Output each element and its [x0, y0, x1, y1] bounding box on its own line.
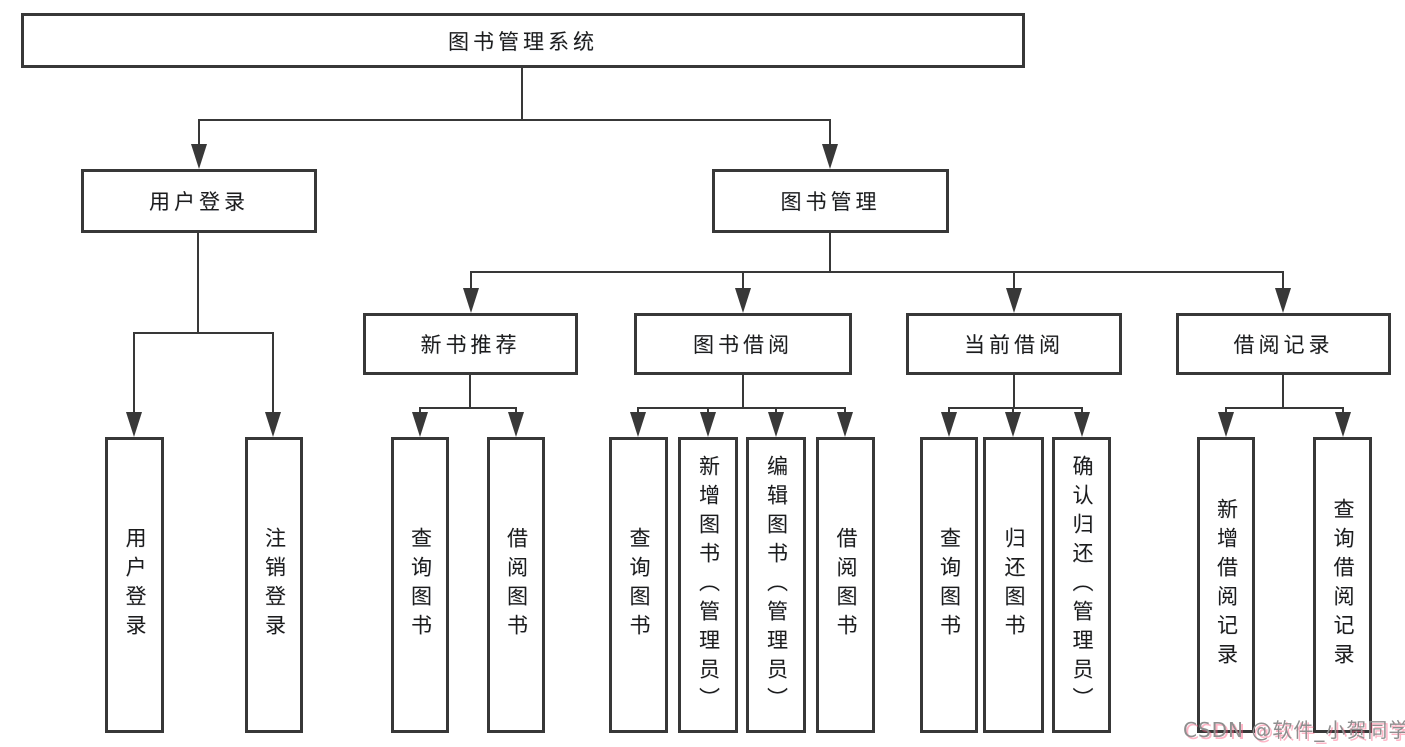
- node-label: 查询图书: [408, 527, 433, 643]
- connector-line: [515, 407, 517, 416]
- leaf-query-books-recommendation: 查询图书: [391, 437, 449, 733]
- connector-line: [419, 407, 421, 416]
- leaf-logout: 注销登录: [245, 437, 303, 733]
- node-label: 借阅图书: [504, 527, 529, 643]
- leaf-query-books-current: 查询图书: [920, 437, 978, 733]
- node-label: 新书推荐: [420, 333, 521, 357]
- connector-line: [198, 119, 200, 146]
- arrowhead-down-icon: [191, 144, 207, 169]
- node-label: 归还图书: [1002, 527, 1026, 643]
- watermark: CSDN @软件_小贺同学: [1183, 718, 1405, 742]
- connector-line: [775, 407, 777, 416]
- arrowhead-down-icon: [941, 412, 957, 437]
- node-label: 图书管理: [780, 190, 881, 214]
- leaf-user-login: 用户登录: [105, 437, 164, 733]
- leaf-return-books: 归还图书: [983, 437, 1044, 733]
- connector-line: [1226, 407, 1344, 409]
- node-label: 查询图书: [937, 527, 962, 643]
- leaf-borrow-books-borrowing: 借阅图书: [816, 437, 875, 733]
- connector-line: [637, 407, 639, 416]
- arrowhead-down-icon: [1335, 412, 1351, 437]
- connector-line: [742, 373, 744, 409]
- connector-line: [134, 332, 274, 334]
- arrowhead-down-icon: [1005, 412, 1021, 437]
- connector-line: [829, 119, 831, 146]
- node-label: 图书借阅: [693, 333, 793, 357]
- arrowhead-down-icon: [822, 144, 838, 169]
- node-book-borrowing: 图书借阅: [634, 313, 852, 375]
- arrowhead-down-icon: [126, 412, 142, 437]
- arrowhead-down-icon: [1006, 288, 1022, 313]
- node-user-login: 用户登录: [81, 169, 317, 233]
- node-current-borrowing: 当前借阅: [906, 313, 1122, 375]
- leaf-add-borrowing-record: 新增借阅记录: [1197, 437, 1255, 733]
- connector-line: [1342, 407, 1344, 416]
- leaf-borrow-books-recommendation: 借阅图书: [487, 437, 545, 733]
- leaf-edit-books-admin: 编辑图书（管理员）: [746, 437, 806, 733]
- connector-line: [1225, 407, 1227, 416]
- node-label: 编辑图书（管理员）: [764, 454, 789, 716]
- connector-line: [948, 407, 950, 416]
- node-label: 借阅图书: [834, 527, 858, 643]
- connector-line: [469, 373, 471, 409]
- connector-line: [272, 332, 274, 416]
- connector-line: [470, 271, 472, 291]
- arrowhead-down-icon: [1218, 412, 1234, 437]
- node-label: 查询图书: [627, 527, 651, 643]
- connector-line: [1081, 407, 1083, 416]
- connector-line: [471, 271, 1284, 273]
- connector-line: [133, 332, 135, 416]
- node-borrowing-records: 借阅记录: [1176, 313, 1391, 375]
- arrowhead-down-icon: [630, 412, 646, 437]
- node-library-management-system: 图书管理系统: [21, 13, 1025, 68]
- leaf-confirm-return-admin: 确认归还（管理员）: [1052, 437, 1111, 733]
- node-label: 用户登录: [123, 527, 147, 643]
- connector-line: [521, 66, 523, 120]
- connector-line: [199, 119, 831, 121]
- node-label: 借阅记录: [1233, 333, 1334, 357]
- leaf-query-books-borrowing: 查询图书: [609, 437, 668, 733]
- arrowhead-down-icon: [837, 412, 853, 437]
- connector-line: [197, 231, 199, 334]
- arrowhead-down-icon: [265, 412, 281, 437]
- connector-line: [949, 407, 1083, 409]
- arrowhead-down-icon: [463, 288, 479, 313]
- arrowhead-down-icon: [412, 412, 428, 437]
- connector-line: [1012, 407, 1014, 416]
- leaf-add-books-admin: 新增图书（管理员）: [678, 437, 738, 733]
- node-book-management: 图书管理: [712, 169, 949, 233]
- connector-line: [742, 271, 744, 291]
- node-label: 新增借阅记录: [1214, 498, 1239, 672]
- node-label: 用户登录: [149, 190, 249, 214]
- connector-line: [638, 407, 846, 409]
- arrowhead-down-icon: [735, 288, 751, 313]
- connector-line: [829, 231, 831, 273]
- connector-line: [707, 407, 709, 416]
- connector-line: [1282, 373, 1284, 409]
- arrowhead-down-icon: [1275, 288, 1291, 313]
- node-new-book-recommendation: 新书推荐: [363, 313, 578, 375]
- node-label: 确认归还（管理员）: [1070, 454, 1094, 716]
- arrowhead-down-icon: [700, 412, 716, 437]
- leaf-query-borrowing-record: 查询借阅记录: [1313, 437, 1372, 733]
- connector-line: [420, 407, 517, 409]
- node-label: 查询借阅记录: [1331, 498, 1355, 672]
- node-label: 注销登录: [262, 527, 287, 643]
- node-label: 新增图书（管理员）: [696, 454, 721, 716]
- connector-line: [1013, 271, 1015, 291]
- node-label: 图书管理系统: [448, 29, 598, 54]
- connector-line: [1282, 271, 1284, 291]
- connector-line: [844, 407, 846, 416]
- node-label: 当前借阅: [964, 333, 1064, 357]
- arrowhead-down-icon: [1074, 412, 1090, 437]
- connector-line: [1013, 373, 1015, 409]
- arrowhead-down-icon: [768, 412, 784, 437]
- arrowhead-down-icon: [508, 412, 524, 437]
